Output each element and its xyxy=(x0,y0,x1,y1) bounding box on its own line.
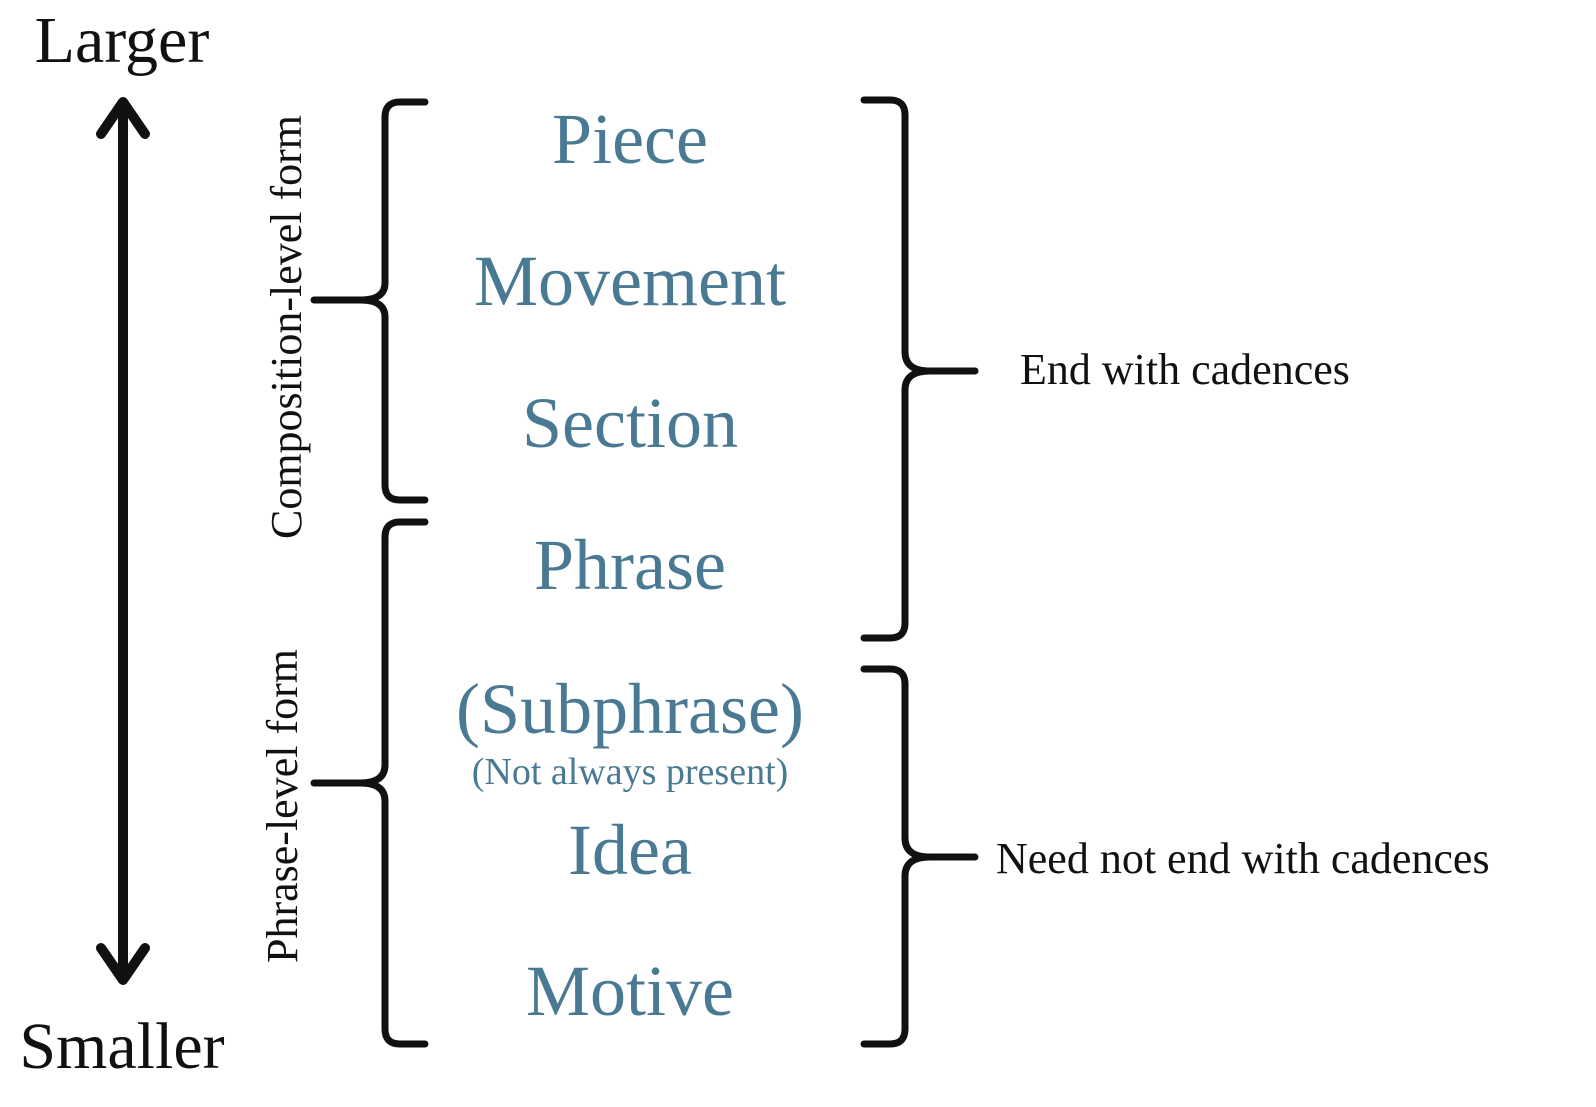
arrow-up-icon xyxy=(96,97,150,139)
no-cadence-brace xyxy=(860,665,979,1048)
level-idea: Idea xyxy=(568,810,692,890)
level-motive: Motive xyxy=(526,951,734,1031)
need-not-end-with-cadences-label: Need not end with cadences xyxy=(996,834,1490,883)
level-section: Section xyxy=(522,383,738,463)
level-movement: Movement xyxy=(474,241,786,321)
level-phrase: Phrase xyxy=(534,525,726,605)
level-piece: Piece xyxy=(552,99,708,179)
smaller-label: Smaller xyxy=(19,1010,224,1083)
cadence-brace xyxy=(860,96,979,642)
size-scale-arrow xyxy=(96,97,150,985)
phrase-level-brace xyxy=(310,518,429,1048)
composition-level-brace xyxy=(310,98,429,504)
level-subphrase-note: (Not always present) xyxy=(472,751,789,793)
composition-level-form-label: Composition-level form xyxy=(262,115,311,539)
end-with-cadences-label: End with cadences xyxy=(1020,345,1350,394)
arrow-down-icon xyxy=(96,943,150,985)
larger-label: Larger xyxy=(35,4,210,77)
phrase-level-form-label: Phrase-level form xyxy=(258,649,307,963)
level-subphrase: (Subphrase) xyxy=(456,669,804,749)
